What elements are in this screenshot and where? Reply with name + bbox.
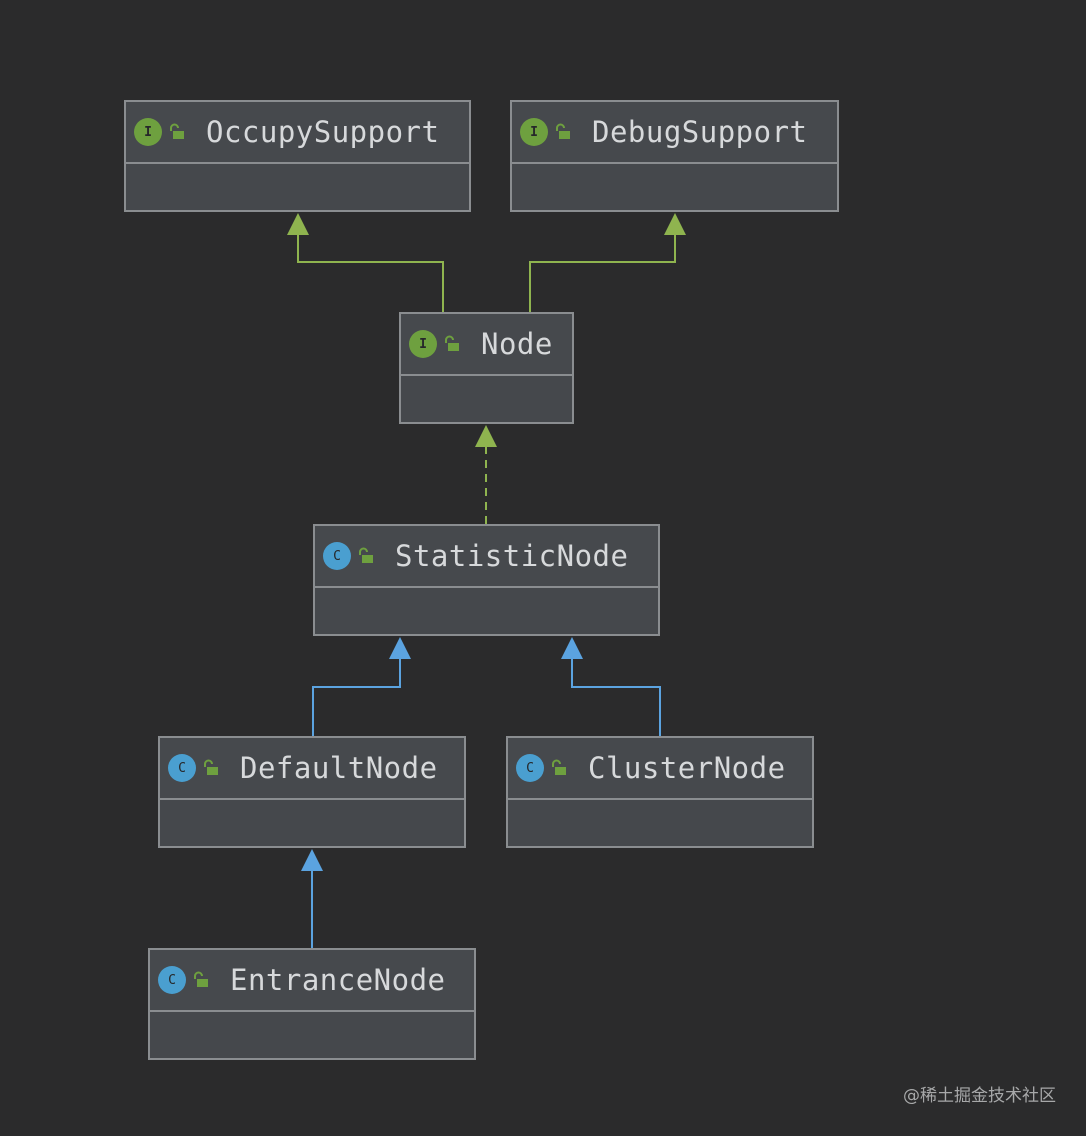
unlocked-padlock-icon <box>194 971 208 987</box>
interface-icon: I <box>409 330 437 358</box>
edge-node-to-debugsupport <box>529 234 676 312</box>
members-section <box>150 1012 474 1058</box>
class-icon: C <box>168 754 196 782</box>
class-header: I Node <box>401 314 572 376</box>
node-box[interactable]: I Node <box>399 312 574 424</box>
class-name: ClusterNode <box>588 751 786 785</box>
interface-icon: I <box>134 118 162 146</box>
unlocked-padlock-icon <box>170 123 184 139</box>
class-header: C EntranceNode <box>150 950 474 1012</box>
members-section <box>126 164 469 210</box>
members-section <box>401 376 572 422</box>
class-name: StatisticNode <box>395 539 629 573</box>
class-header: C StatisticNode <box>315 526 658 588</box>
class-header: I DebugSupport <box>512 102 837 164</box>
unlocked-padlock-icon <box>204 759 218 775</box>
arrowhead-defaultnode <box>301 849 323 871</box>
class-name: OccupySupport <box>206 115 440 149</box>
debugsupport-box[interactable]: I DebugSupport <box>510 100 839 212</box>
unlocked-padlock-icon <box>552 759 566 775</box>
members-section <box>508 800 812 846</box>
class-name: DefaultNode <box>240 751 438 785</box>
watermark: @稀土掘金技术社区 <box>903 1086 1056 1106</box>
interface-icon: I <box>520 118 548 146</box>
arrowhead-debugsupport <box>664 213 686 235</box>
arrowhead-statisticnode-left <box>389 637 411 659</box>
entrancenode-box[interactable]: C EntranceNode <box>148 948 476 1060</box>
unlocked-padlock-icon <box>556 123 570 139</box>
class-icon: C <box>323 542 351 570</box>
class-header: I OccupySupport <box>126 102 469 164</box>
clusternode-box[interactable]: C ClusterNode <box>506 736 814 848</box>
arrowhead-node <box>475 425 497 447</box>
edge-defaultnode-to-statisticnode <box>312 658 401 736</box>
class-name: DebugSupport <box>592 115 808 149</box>
arrowhead-statisticnode-right <box>561 637 583 659</box>
arrowhead-occupysupport <box>287 213 309 235</box>
class-icon: C <box>516 754 544 782</box>
class-header: C ClusterNode <box>508 738 812 800</box>
defaultnode-box[interactable]: C DefaultNode <box>158 736 466 848</box>
class-name: EntranceNode <box>230 963 446 997</box>
class-icon: C <box>158 966 186 994</box>
unlocked-padlock-icon <box>445 335 459 351</box>
occupysupport-box[interactable]: I OccupySupport <box>124 100 471 212</box>
class-header: C DefaultNode <box>160 738 464 800</box>
edge-node-to-occupysupport <box>297 234 444 312</box>
class-name: Node <box>481 327 553 361</box>
members-section <box>160 800 464 846</box>
statisticnode-box[interactable]: C StatisticNode <box>313 524 660 636</box>
members-section <box>315 588 658 634</box>
edge-clusternode-to-statisticnode <box>571 658 661 736</box>
members-section <box>512 164 837 210</box>
unlocked-padlock-icon <box>359 547 373 563</box>
